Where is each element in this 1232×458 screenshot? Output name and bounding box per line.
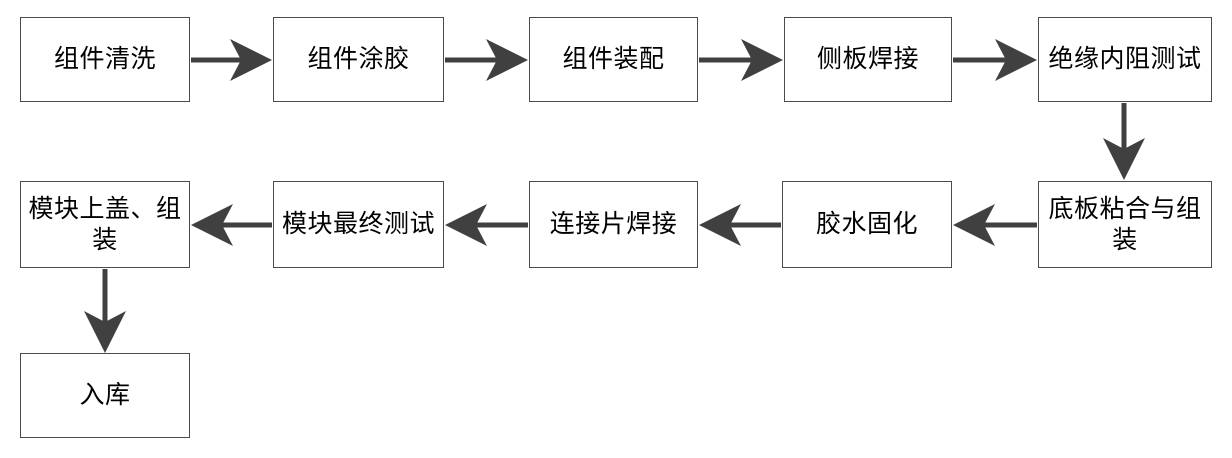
node-label: 组件装配 bbox=[562, 44, 665, 74]
edge-n6-n7 bbox=[953, 204, 1037, 246]
node-zujian-qingxi[interactable]: 组件清洗 bbox=[20, 17, 190, 102]
node-ruku[interactable]: 入库 bbox=[20, 353, 190, 438]
node-lianjiepian-hanjie[interactable]: 连接片焊接 bbox=[529, 181, 698, 268]
node-mokuai-shanggai-zuzhuang[interactable]: 模块上盖、组装 bbox=[20, 181, 190, 268]
edge-n5-n6 bbox=[1103, 103, 1145, 180]
edge-n8-n9 bbox=[445, 204, 528, 246]
edge-n1-n2 bbox=[191, 39, 272, 81]
node-label: 胶水固化 bbox=[815, 209, 918, 239]
node-mokuai-zuizhong-ceshi[interactable]: 模块最终测试 bbox=[273, 181, 444, 268]
node-label: 模块最终测试 bbox=[281, 209, 435, 239]
node-label: 模块上盖、组装 bbox=[28, 194, 182, 254]
node-zujian-zhuangpei[interactable]: 组件装配 bbox=[529, 17, 698, 102]
node-label: 连接片焊接 bbox=[549, 209, 678, 239]
node-label: 底板粘合与组装 bbox=[1048, 194, 1202, 254]
node-ceban-hanjie[interactable]: 侧板焊接 bbox=[784, 17, 952, 102]
node-label: 侧板焊接 bbox=[816, 44, 919, 74]
node-label: 入库 bbox=[79, 380, 131, 410]
edge-n2-n3 bbox=[445, 39, 528, 81]
edge-n10-n11 bbox=[84, 269, 126, 353]
edge-n4-n5 bbox=[953, 39, 1037, 81]
node-label: 组件清洗 bbox=[53, 44, 156, 74]
node-jiaoshui-guhua[interactable]: 胶水固化 bbox=[782, 181, 952, 268]
node-diban-zhanhe-yu-zuzhuang[interactable]: 底板粘合与组装 bbox=[1038, 181, 1212, 268]
edge-n9-n10 bbox=[191, 204, 272, 246]
edge-n7-n8 bbox=[699, 204, 781, 246]
node-zujian-tujiao[interactable]: 组件涂胶 bbox=[273, 17, 444, 102]
node-jueyuan-neizu-ceshi[interactable]: 绝缘内阻测试 bbox=[1038, 17, 1212, 102]
node-label: 组件涂胶 bbox=[307, 44, 410, 74]
node-label: 绝缘内阻测试 bbox=[1048, 44, 1202, 74]
edge-n3-n4 bbox=[699, 39, 783, 81]
